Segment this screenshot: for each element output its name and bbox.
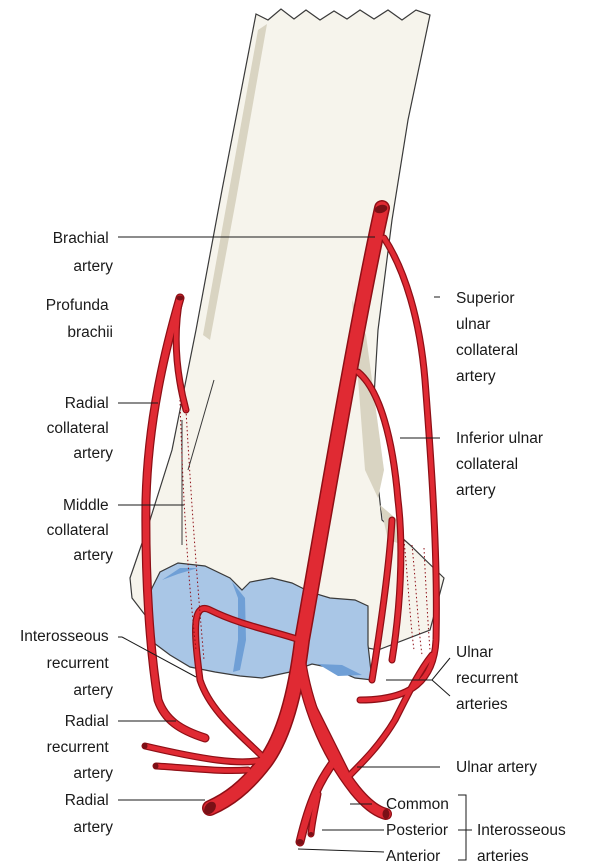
label-ulnar-artery: Ulnar artery [456, 759, 537, 776]
label-anterior: Anterior [386, 848, 440, 865]
label-radial-artery: Radial artery [65, 792, 114, 836]
label-posterior: Posterior [386, 822, 448, 839]
label-radial-collateral-artery: Radial collateral artery [47, 395, 114, 462]
label-brachial-artery: Brachial artery [53, 230, 114, 275]
label-interosseous-recurrent-artery: Interosseous recurrent artery [20, 628, 113, 699]
label-common: Common [386, 796, 449, 813]
label-inferior-ulnar-collateral-artery: Inferior ulnar collateral artery [456, 430, 547, 499]
label-ulnar-recurrent-arteries: Ulnar recurrent arteries [456, 644, 522, 713]
label-radial-recurrent-artery: Radial recurrent artery [47, 713, 114, 782]
label-interosseous-arteries: Interosseous arteries [477, 822, 570, 865]
label-superior-ulnar-collateral-artery: Superior ulnar collateral artery [456, 290, 522, 385]
label-middle-collateral-artery: Middle collateral artery [47, 497, 114, 564]
label-profunda-brachii: Profunda brachii [46, 297, 113, 341]
